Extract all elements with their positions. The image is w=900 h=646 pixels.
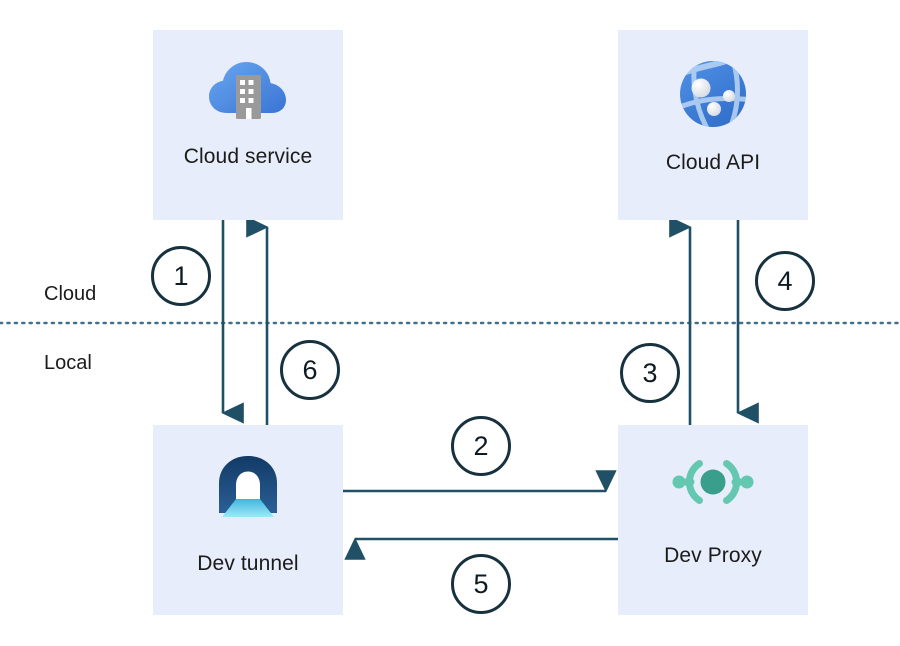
step-badge-6: 6	[280, 340, 340, 400]
zone-label-cloud: Cloud	[44, 283, 97, 305]
tunnel-icon	[206, 451, 290, 526]
node-label-dev-proxy: Dev Proxy	[664, 544, 762, 567]
dev-proxy-icon	[669, 451, 757, 518]
step-badge-3: 3	[620, 343, 680, 403]
step-badge-1: 1	[151, 246, 211, 306]
node-dev-tunnel[interactable]: Dev tunnel	[153, 425, 343, 615]
node-cloud-api[interactable]: Cloud API	[618, 30, 808, 220]
node-cloud-service[interactable]: Cloud service	[153, 30, 343, 220]
node-label-cloud-api: Cloud API	[665, 151, 761, 174]
step-badge-4: 4	[755, 251, 815, 311]
step-badge-5: 5	[451, 554, 511, 614]
cloud-building-icon	[207, 56, 289, 131]
node-label-dev-tunnel: Dev tunnel	[197, 552, 299, 575]
node-label-cloud-service: Cloud service	[183, 145, 313, 168]
zone-label-local: Local	[44, 352, 92, 374]
step-badge-2: 2	[451, 416, 511, 476]
globe-network-icon	[675, 56, 751, 137]
node-dev-proxy[interactable]: Dev Proxy	[618, 425, 808, 615]
